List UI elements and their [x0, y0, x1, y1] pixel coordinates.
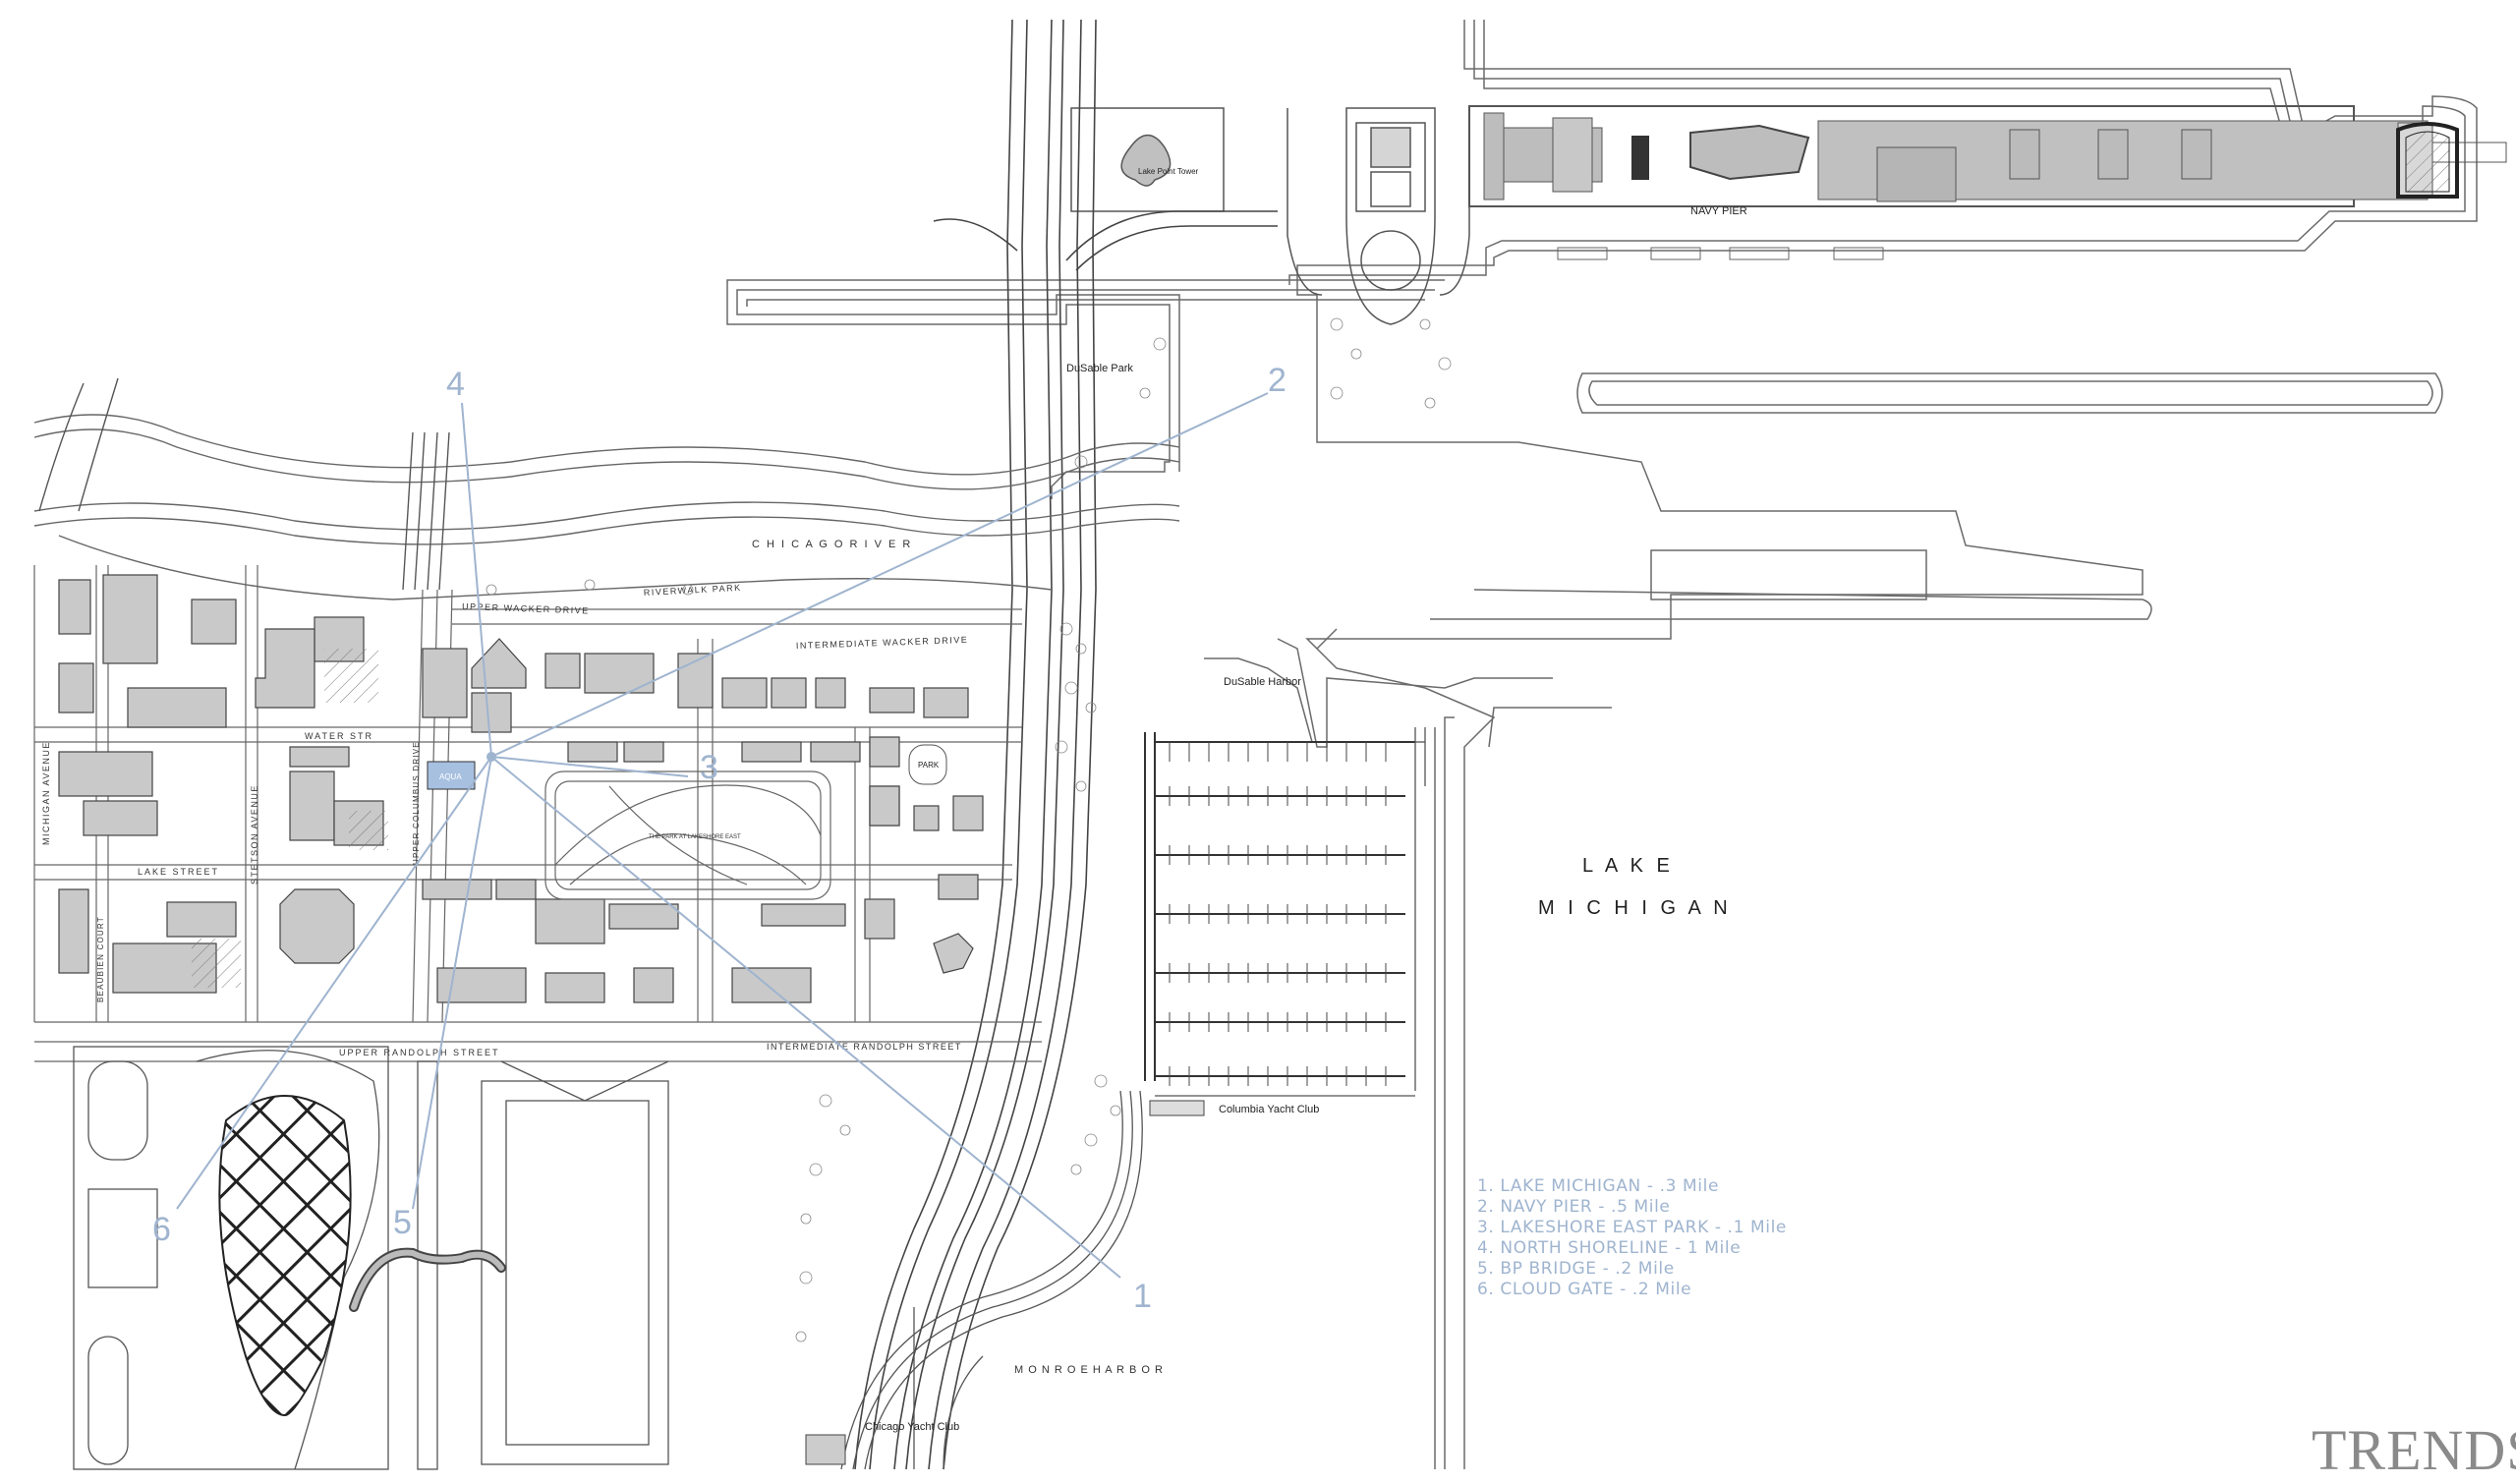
chicago-river-label: C H I C A G O R I V E R — [752, 539, 912, 550]
small-park — [908, 744, 947, 785]
chicago-yacht-club — [805, 1434, 846, 1465]
dusable-park-label: DuSable Park — [1066, 363, 1133, 374]
navy-pier-label: NAVY PIER — [1690, 205, 1747, 217]
street-water: WATER STR — [305, 731, 373, 741]
marker-1: 1 — [1133, 1278, 1152, 1315]
distance-lines — [176, 392, 1269, 1279]
lakeshore-east-block — [422, 638, 984, 1003]
lake-label-2: M I C H I G A N — [1538, 897, 1732, 919]
street-intermediate-wacker: INTERMEDIATE WACKER DRIVE — [796, 635, 969, 651]
street-grid — [33, 565, 1042, 1062]
legend-item: 4. NORTH SHORELINE - 1 Mile — [1477, 1238, 1742, 1258]
dusable-harbor-label: DuSable Harbor — [1224, 676, 1301, 688]
hatched-plazas — [192, 649, 388, 988]
columbia-yacht-club-label: Columbia Yacht Club — [1219, 1104, 1319, 1115]
street-beaubien-court: BEAUBIEN COURT — [96, 916, 105, 1002]
legend-item: 2. NAVY PIER - .5 Mile — [1477, 1197, 1671, 1217]
marker-3: 3 — [700, 749, 718, 786]
lake-point-tower-label: Lake Point Tower — [1138, 167, 1199, 176]
buildings-west — [58, 574, 384, 994]
monroe-harbor-label: M O N R O E H A R B O R — [1014, 1364, 1164, 1376]
tree-canopy — [486, 317, 1452, 1342]
lake-point-tower-block — [1070, 107, 1470, 325]
street-lake: LAKE STREET — [138, 867, 219, 877]
street-upper-wacker: UPPER WACKER DRIVE — [462, 601, 590, 616]
legend-item: 6. CLOUD GATE - .2 Mile — [1477, 1280, 1692, 1299]
street-michigan-avenue: MICHIGAN AVENUE — [41, 741, 51, 845]
marker-5: 5 — [393, 1204, 412, 1241]
marker-2: 2 — [1268, 362, 1287, 399]
chicago-river — [33, 414, 1180, 600]
aqua-label: AQUA — [439, 772, 462, 781]
distance-legend: 1. LAKE MICHIGAN - .3 Mile 2. NAVY PIER … — [1477, 1176, 1890, 1300]
shore-boundaries — [840, 727, 1426, 1470]
legend-item: 1. LAKE MICHIGAN - .3 Mile — [1477, 1176, 1720, 1196]
street-upper-columbus: UPPER COLUMBUS DRIVE — [412, 741, 421, 865]
aqua-origin-marker — [486, 752, 496, 762]
marina-slips — [1169, 742, 1387, 1086]
lakeshore-east-label: THE PARK AT LAKESHORE EAST — [649, 834, 741, 840]
columbia-yacht-club — [1149, 1100, 1205, 1116]
chicago-yacht-club-label: Chicago Yacht Club — [865, 1421, 959, 1433]
trends-logo: TRENDS — [2312, 1418, 2516, 1482]
small-park-label: PARK — [918, 761, 940, 770]
marker-4: 4 — [446, 366, 465, 403]
street-intermediate-randolph: INTERMEDIATE RANDOLPH STREET — [767, 1042, 962, 1052]
legend-item: 3. LAKESHORE EAST PARK - .1 Mile — [1477, 1218, 1787, 1237]
aqua-tower — [427, 761, 476, 790]
marker-6: 6 — [152, 1211, 171, 1248]
navy-pier — [1468, 105, 2507, 260]
marina-docks — [1144, 732, 1415, 1081]
millennium-park — [73, 1046, 669, 1470]
river-bridge-lines — [38, 377, 450, 591]
legend-item: 5. BP BRIDGE - .2 Mile — [1477, 1259, 1675, 1279]
street-stetson-avenue: STETSON AVENUE — [250, 784, 259, 885]
street-upper-randolph: UPPER RANDOLPH STREET — [339, 1048, 500, 1057]
lake-label-1: L A K E — [1582, 855, 1674, 877]
lake-shore-drive — [854, 19, 1278, 1470]
pavilion-lattice — [218, 1095, 352, 1417]
